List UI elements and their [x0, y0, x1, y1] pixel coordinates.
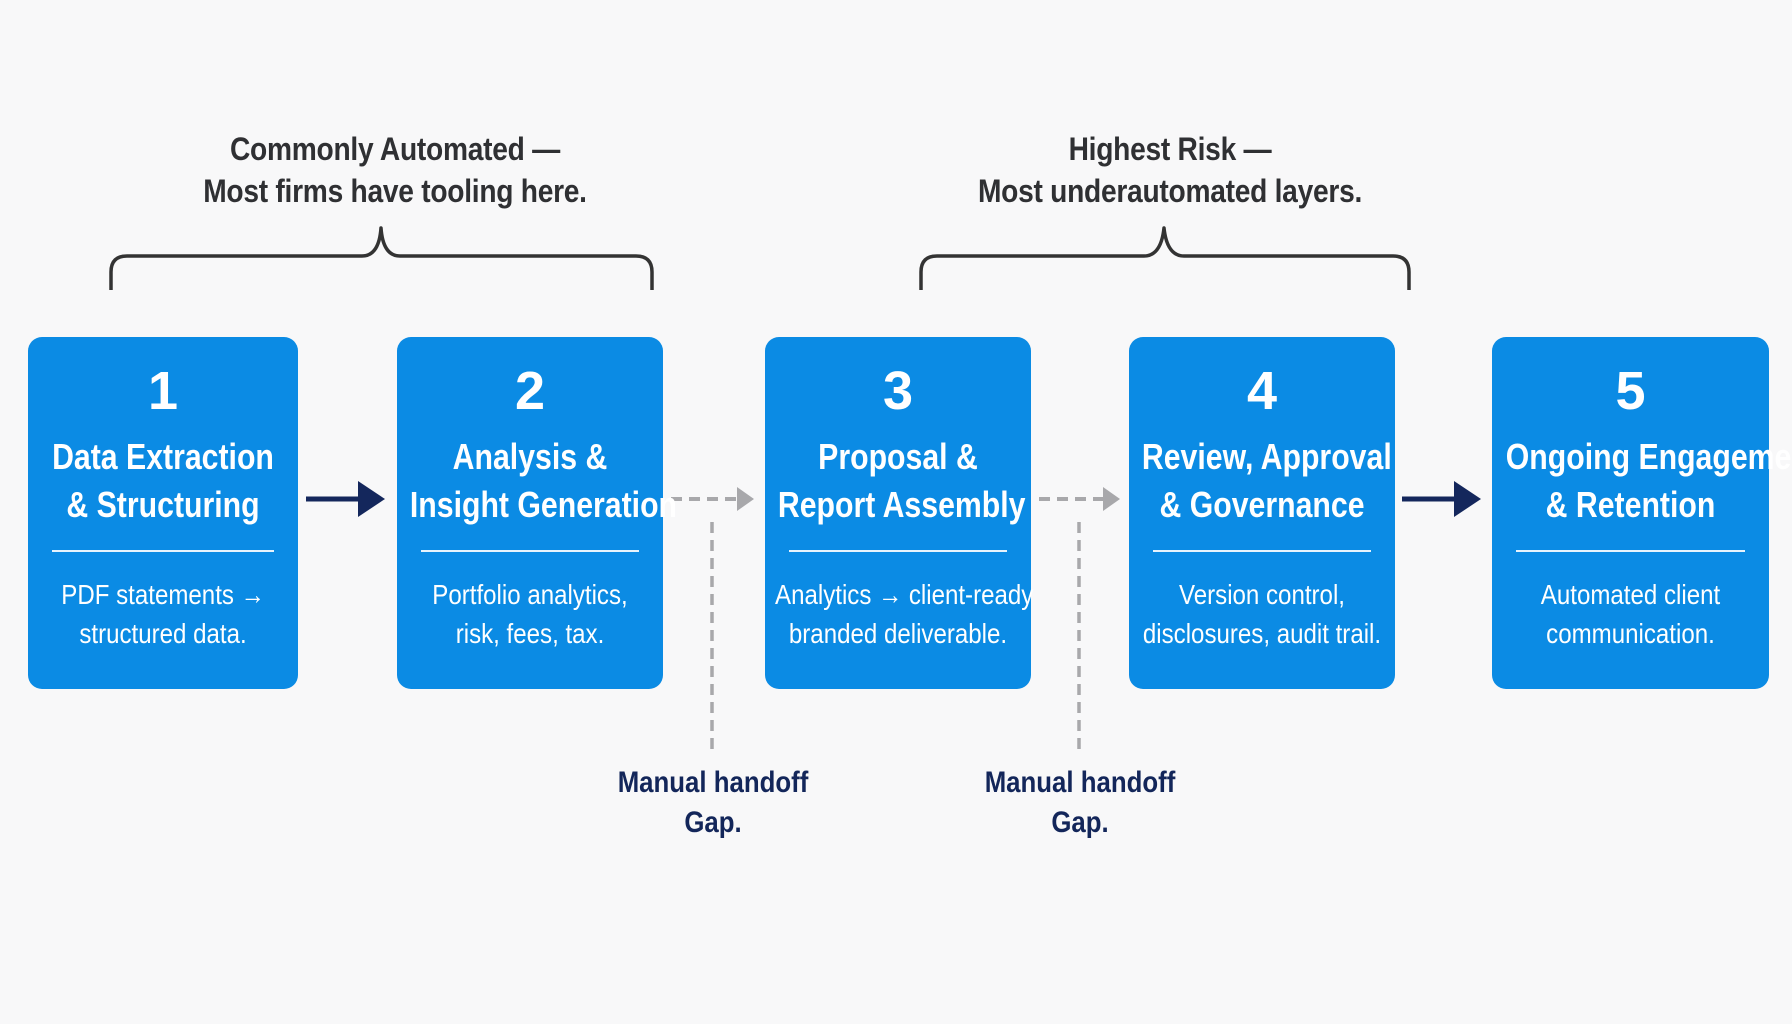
step-desc-line2: structured data. — [79, 618, 247, 649]
step-number: 4 — [1246, 361, 1278, 421]
step-title: Proposal & Report Assembly — [777, 433, 1026, 529]
step-desc-line1: Automated client — [1540, 579, 1721, 610]
step-desc-line1: PDF statements → — [61, 579, 265, 610]
step-box-3: 3 Proposal & Report Assembly Analytics →… — [765, 337, 1034, 689]
step-title: Data Extraction & Structuring — [41, 433, 285, 529]
step-number: 5 — [1615, 361, 1646, 421]
step-desc-line2: communication. — [1546, 618, 1715, 649]
step-desc-line1: Portfolio analytics, — [432, 579, 628, 610]
step-divider — [1153, 550, 1371, 552]
step-description: Portfolio analytics, risk, fees, tax. — [407, 575, 653, 653]
step-divider — [789, 550, 1007, 552]
step-box-1: 1 Data Extraction & Structuring PDF stat… — [28, 337, 298, 689]
step-desc-line1: Version control, — [1179, 579, 1345, 610]
dashed-arrow-3-4 — [1039, 487, 1120, 752]
solid-arrow-4-5 — [1402, 481, 1481, 517]
step-title-line1: Data Extraction — [52, 436, 274, 477]
step-title-line2: & Retention — [1545, 484, 1716, 525]
dashed-arrow-2-3 — [671, 487, 754, 752]
bracket-title-line2: Most underautomated layers. — [977, 173, 1363, 209]
bracket-commonly-automated — [109, 226, 654, 290]
step-box-2: 2 Analysis & Insight Generation Portfoli… — [397, 337, 678, 689]
step-box-5: 5 Ongoing Engagement & Retention Automat… — [1492, 337, 1792, 689]
gap-label-line1: Manual handoff — [617, 766, 809, 799]
step-divider — [52, 550, 274, 552]
step-title: Review, Approval & Governance — [1141, 433, 1392, 529]
bracket-title-line2: Most firms have tooling here. — [203, 173, 587, 209]
manual-handoff-gap-label: Manual handoff Gap. — [610, 763, 816, 843]
step-divider — [421, 550, 639, 552]
step-title-line2: Report Assembly — [777, 484, 1026, 525]
step-title-line1: Proposal & — [818, 436, 978, 477]
bracket-highest-risk — [919, 226, 1411, 290]
step-title-line2: & Structuring — [66, 484, 260, 525]
step-number: 3 — [882, 361, 914, 421]
step-title: Ongoing Engagement & Retention — [1505, 433, 1792, 529]
step-title-line1: Ongoing Engagement — [1505, 436, 1792, 477]
step-divider — [1516, 550, 1745, 552]
step-description: Automated client communication. — [1503, 575, 1758, 653]
step-desc-line1: Analytics → client-ready — [775, 579, 1034, 610]
bracket-title-highest-risk: Highest Risk — Most underautomated layer… — [963, 128, 1377, 212]
step-title: Analysis & Insight Generation — [409, 433, 678, 529]
gap-label-line2: Gap. — [1051, 806, 1109, 839]
step-desc-line2: risk, fees, tax. — [455, 618, 605, 649]
step-number: 2 — [514, 361, 546, 421]
step-description: PDF statements → structured data. — [38, 575, 287, 653]
step-title-line1: Review, Approval — [1141, 436, 1392, 477]
step-box-4: 4 Review, Approval & Governance Version … — [1129, 337, 1395, 689]
manual-handoff-gap-label: Manual handoff Gap. — [977, 763, 1183, 843]
step-title-line2: & Governance — [1159, 484, 1365, 525]
step-number: 1 — [147, 361, 179, 421]
step-desc-line2: branded deliverable. — [788, 618, 1008, 649]
step-title-line1: Analysis & — [452, 436, 608, 477]
step-description: Version control, disclosures, audit trai… — [1139, 575, 1385, 653]
bracket-title-line1: Commonly Automated — — [229, 131, 561, 167]
step-description: Analytics → client-ready branded deliver… — [775, 575, 1034, 653]
gap-label-line1: Manual handoff — [984, 766, 1176, 799]
step-title-line2: Insight Generation — [409, 484, 678, 525]
gap-label-line2: Gap. — [684, 806, 742, 839]
bracket-title-line1: Highest Risk — — [1068, 131, 1272, 167]
step-desc-line2: disclosures, audit trail. — [1142, 618, 1382, 649]
bracket-title-commonly-automated: Commonly Automated — Most firms have too… — [188, 128, 602, 212]
solid-arrow-1-2 — [306, 481, 385, 517]
